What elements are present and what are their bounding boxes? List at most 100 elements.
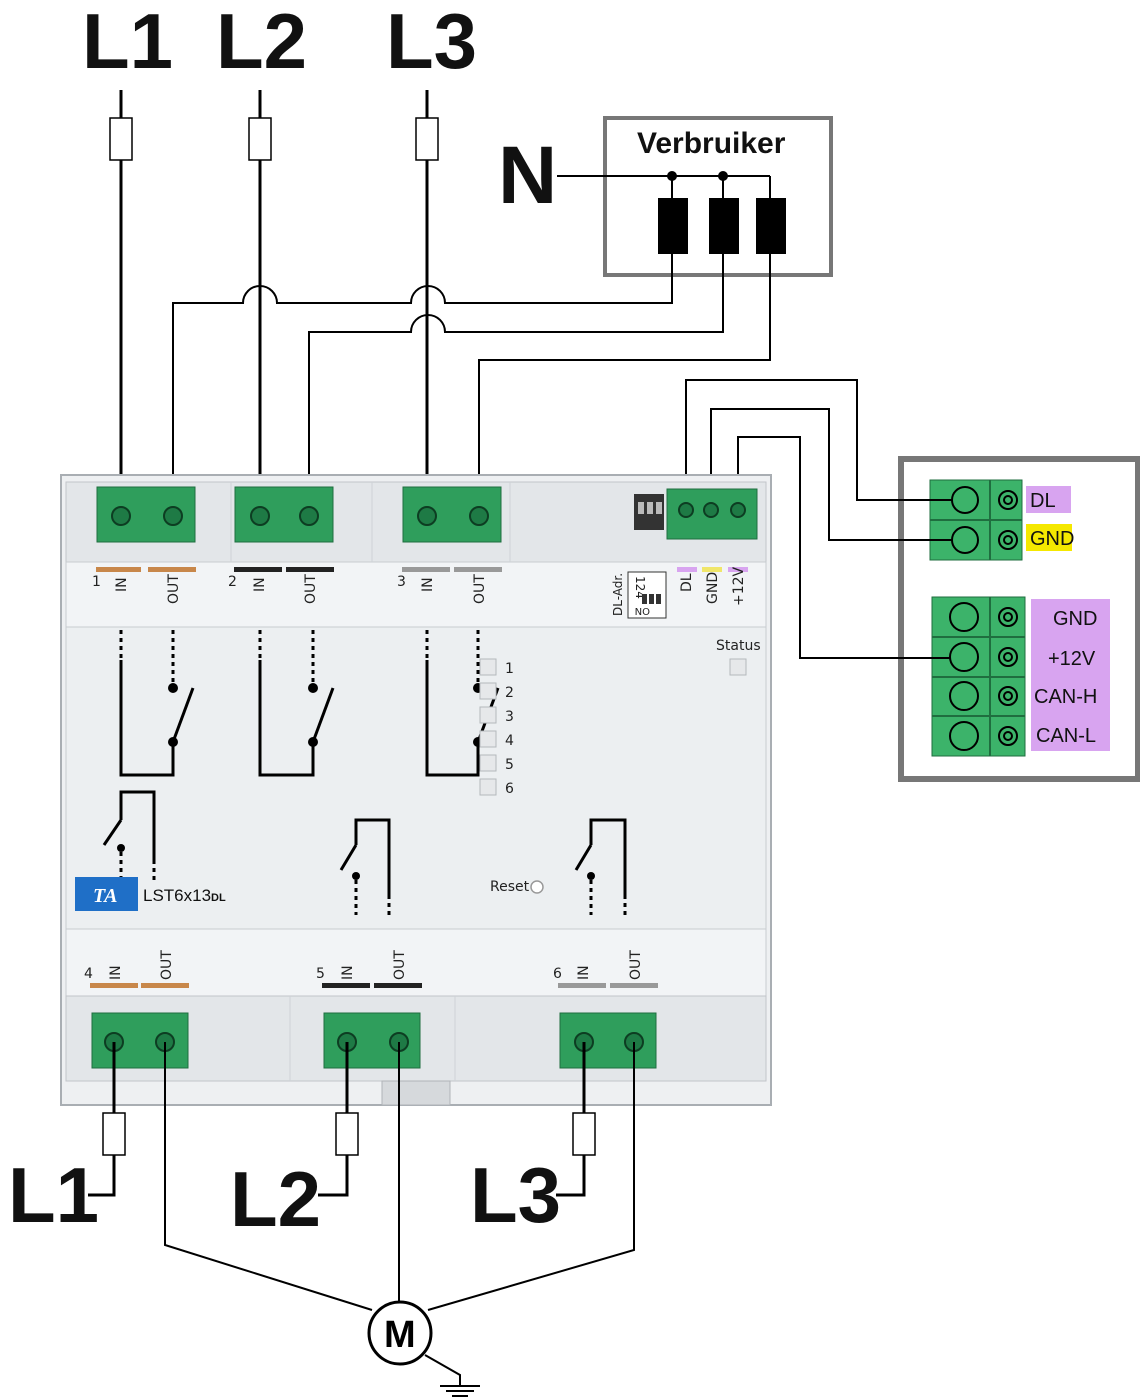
led-2	[479, 682, 497, 700]
term-num-6: 6	[553, 966, 562, 982]
bottom-terminal-labels: 4 5 6 IN OUT IN OUT IN OUT	[84, 950, 658, 988]
bus-color-gnd	[702, 567, 722, 572]
term-in-4: IN	[108, 965, 124, 980]
term-in-1: IN	[114, 577, 130, 592]
can-label-gnd: GND	[1053, 608, 1097, 630]
fuse-top-l3	[415, 117, 439, 161]
term-num-3: 3	[397, 574, 406, 590]
color-bar-1-in	[96, 567, 141, 572]
motor-symbol	[367, 1300, 433, 1366]
model-base: LST6x13	[143, 886, 211, 905]
fuse-top-l1	[109, 117, 133, 161]
term-in-2: IN	[252, 577, 268, 592]
load-2	[709, 198, 739, 254]
bus-color-dl	[677, 567, 697, 572]
term-in-3: IN	[420, 577, 436, 592]
term-num-4: 4	[84, 966, 93, 982]
dl-label-bg	[1026, 486, 1071, 513]
term-num-1: 1	[92, 574, 101, 590]
led-label-6: 6	[505, 781, 514, 797]
load-1	[658, 198, 688, 254]
external-device-box: DL GND GND +12V CAN-H CAN-L	[898, 456, 1140, 782]
term-out-3: OUT	[472, 574, 488, 604]
phase-label-top-l1: L1	[82, 0, 173, 85]
led-label-5: 5	[505, 757, 514, 773]
color-bar-2-in	[234, 567, 282, 572]
color-bar-3-in	[402, 567, 450, 572]
color-bar-3-out	[454, 567, 502, 572]
term-num-2: 2	[228, 574, 237, 590]
dip-on-label: ON	[635, 605, 650, 616]
ext-gnd-label: GND	[1030, 528, 1074, 550]
status-led	[729, 658, 747, 676]
bottom-wires	[88, 1042, 635, 1397]
fuse-bottom-l2	[335, 1112, 359, 1156]
reset-label: Reset	[490, 879, 530, 895]
bottom-terminal-blocks	[91, 1012, 657, 1069]
bus-wire-endpoints	[800, 499, 952, 659]
fuse-top-l2	[248, 117, 272, 161]
fuse-bottom-l3	[572, 1112, 596, 1156]
phase-label-top-l3: L3	[386, 0, 477, 85]
color-bar-4-out	[141, 983, 189, 988]
color-bar-6-in	[558, 983, 606, 988]
term-in-5: IN	[340, 965, 356, 980]
model-name: LST6x13DL	[143, 886, 226, 905]
term-num-5: 5	[316, 966, 325, 982]
model-suffix: DL	[211, 892, 226, 904]
bus-label-gnd: GND	[705, 572, 721, 604]
neutral-label: N	[498, 130, 557, 221]
color-bar-1-out	[148, 567, 196, 572]
led-6	[479, 778, 497, 796]
color-bar-6-out	[610, 983, 658, 988]
status-label: Status	[716, 638, 761, 654]
bus-color-12v	[728, 567, 748, 572]
brand-logo: TA	[75, 877, 138, 911]
brand-logo-text: TA	[93, 885, 117, 907]
phase-label-bottom-l2: L2	[230, 1155, 321, 1243]
term-out-1: OUT	[166, 574, 182, 604]
led-label-2: 2	[505, 685, 514, 701]
phase-label-top-l2: L2	[216, 0, 307, 85]
relay-symbols-bottom	[102, 790, 627, 915]
color-bar-2-out	[286, 567, 334, 572]
term-out-2: OUT	[303, 574, 319, 604]
term-out-6: OUT	[628, 950, 644, 980]
led-label-1: 1	[505, 661, 514, 677]
reset-button[interactable]	[530, 880, 544, 894]
relay-symbols-top	[119, 630, 500, 777]
consumer-title: Verbruiker	[637, 127, 786, 160]
led-4	[479, 730, 497, 748]
bus-label-12v: +12V	[731, 566, 747, 606]
can-label-12v: +12V	[1048, 648, 1096, 670]
phase-label-bottom-l3: L3	[470, 1151, 561, 1239]
load-return-wires	[172, 254, 771, 515]
led-label-4: 4	[505, 733, 514, 749]
gnd-label-bg	[1026, 524, 1072, 551]
color-bar-4-in	[90, 983, 138, 988]
top-phase-wires	[109, 90, 439, 515]
term-out-4: OUT	[159, 950, 175, 980]
can-label-canh: CAN-H	[1034, 686, 1097, 708]
led-1	[479, 658, 497, 676]
led-label-3: 3	[505, 709, 514, 725]
led-column: 1 2 3 4 5 6	[479, 658, 514, 797]
motor-label: M	[384, 1314, 416, 1356]
fuse-bottom-l1	[102, 1112, 126, 1156]
color-bar-5-in	[322, 983, 370, 988]
consumer-box: Verbruiker	[557, 116, 833, 277]
can-label-canl: CAN-L	[1036, 725, 1096, 747]
top-terminal-labels: 1 2 3 IN OUT IN OUT IN OUT DL-Adr. 124 O…	[92, 566, 748, 619]
ext-dl-label: DL	[1030, 490, 1056, 512]
color-bar-5-out	[374, 983, 422, 988]
bus-label-dl: DL	[679, 573, 695, 592]
dl-addr-label: DL-Adr.	[611, 573, 625, 616]
led-3	[479, 706, 497, 724]
term-in-6: IN	[576, 965, 592, 980]
can-label-bg	[1031, 599, 1110, 751]
dip-numbers: 124	[633, 576, 647, 599]
top-terminal-blocks	[96, 486, 758, 543]
load-3	[756, 198, 786, 254]
term-out-5: OUT	[392, 950, 408, 980]
